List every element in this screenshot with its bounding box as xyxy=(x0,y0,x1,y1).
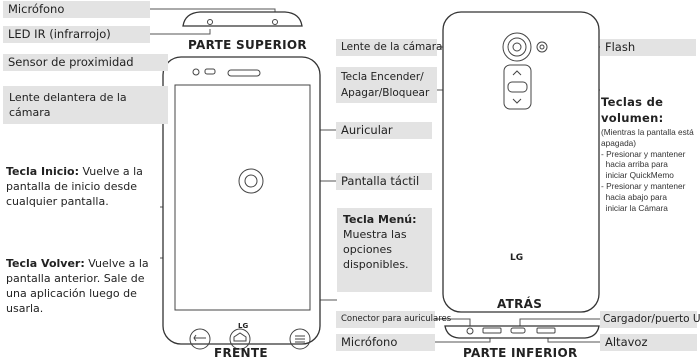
label-microfono-bottom: Micrófono xyxy=(336,334,435,351)
label-sensor-proximidad: Sensor de proximidad xyxy=(3,54,168,71)
heading-atras: ATRÁS xyxy=(497,297,543,311)
label-lente-delantera: Lente delantera de la cámara xyxy=(3,86,168,124)
note-volumen: (Mientras la pantalla está apagada) - Pr… xyxy=(601,127,694,213)
text-tecla-volver: Tecla Volver: Vuelve a la pantalla anter… xyxy=(6,256,158,316)
tecla-volver-text: Vuelve a la pantalla anterior. Sale de u… xyxy=(6,257,149,315)
heading-parte-inferior: PARTE INFERIOR xyxy=(463,346,578,360)
label-flash: Flash xyxy=(600,39,696,56)
tecla-menu-text: Muestra las opciones disponibles. xyxy=(343,228,409,271)
leader-led-ir xyxy=(150,29,211,35)
tecla-inicio-text: Vuelve a la pantalla de inicio desde cua… xyxy=(6,165,143,208)
label-cargador: Cargador/puerto USB xyxy=(600,311,700,328)
label-tecla-encender: Tecla Encender/ Apagar/Bloquear xyxy=(336,67,437,103)
tecla-menu-title: Tecla Menú: xyxy=(343,213,417,226)
menu-key xyxy=(289,328,311,350)
phone-front xyxy=(162,56,321,350)
back-key xyxy=(189,328,211,350)
leader-cargador xyxy=(519,318,600,328)
label-pantalla-tactil: Pantalla táctil xyxy=(336,173,432,190)
earpiece xyxy=(227,69,261,77)
leader-conector xyxy=(435,318,471,328)
heading-parte-superior: PARTE SUPERIOR xyxy=(188,38,307,52)
touch-indicator xyxy=(238,168,264,194)
label-teclas-volumen: Teclas de volumen: xyxy=(601,95,664,125)
label-conector-auriculares: Conector para auriculares xyxy=(336,311,451,328)
label-lente-camara: Lente de la cámara xyxy=(336,39,442,56)
home-key xyxy=(229,328,251,350)
tecla-volver-title: Tecla Volver: xyxy=(6,257,85,270)
rear-keys xyxy=(503,64,532,110)
heading-frente: FRENTE xyxy=(214,346,268,360)
label-microfono-top: Micrófono xyxy=(3,1,150,18)
label-auricular: Auricular xyxy=(336,122,432,139)
label-altavoz: Altavoz xyxy=(600,334,697,351)
flash-icon xyxy=(536,41,548,53)
front-logo: LG xyxy=(238,322,249,330)
rear-camera xyxy=(502,32,532,62)
front-screen xyxy=(174,84,311,311)
phone-bottom-view xyxy=(444,325,600,339)
box-tecla-menu: Tecla Menú: Muestra las opciones disponi… xyxy=(337,208,432,292)
phone-back xyxy=(442,11,600,313)
tecla-inicio-title: Tecla Inicio: xyxy=(6,165,79,178)
phone-top-view xyxy=(182,11,303,27)
back-logo: LG xyxy=(510,253,524,263)
label-led-ir: LED IR (infrarrojo) xyxy=(3,26,150,43)
text-tecla-inicio: Tecla Inicio: Vuelve a la pantalla de in… xyxy=(6,164,158,209)
